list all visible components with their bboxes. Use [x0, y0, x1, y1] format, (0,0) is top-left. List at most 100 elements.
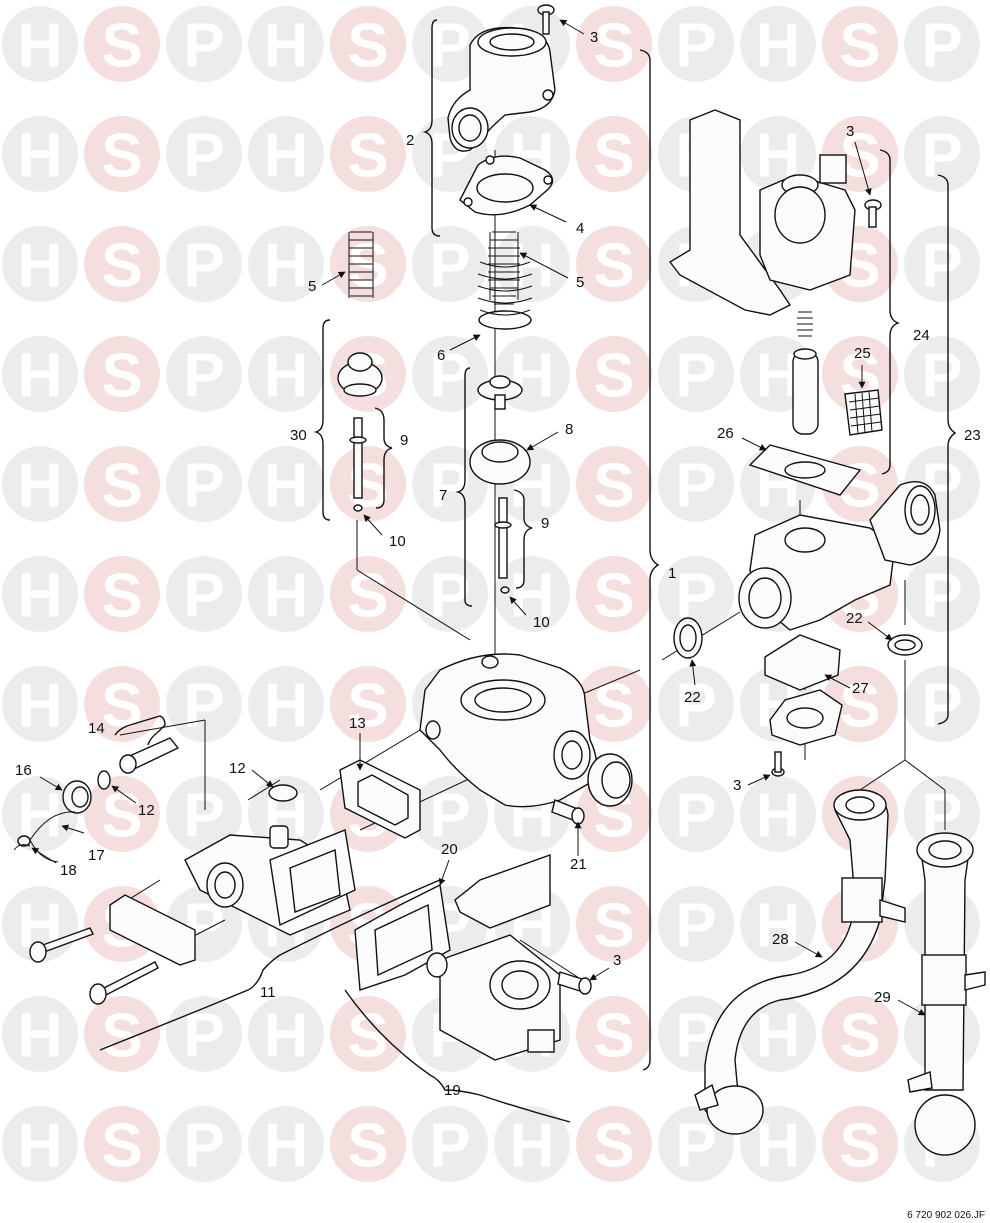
watermark-circle: [166, 336, 242, 412]
watermark-letter: H: [264, 342, 309, 411]
plug-cap: [587, 753, 633, 807]
watermark-letter: P: [921, 672, 962, 741]
callout-9-center: 9: [541, 515, 549, 532]
watermark-letter: H: [264, 1112, 309, 1181]
watermark-circle: [412, 776, 488, 852]
watermark-letter: S: [839, 1112, 880, 1181]
callout-20: 20: [441, 841, 458, 858]
watermark-circle: [2, 6, 78, 82]
part-16-knob: [62, 780, 92, 814]
watermark-circle: [2, 336, 78, 412]
callout-21: 21: [570, 856, 587, 873]
part-12-oring-left: [97, 770, 111, 790]
watermark-letter: H: [510, 342, 555, 411]
callout-12-left: 12: [138, 802, 155, 819]
part-10-oring-left: [353, 504, 363, 512]
callout-18: 18: [60, 862, 77, 879]
watermark-letter: S: [593, 452, 634, 521]
watermark-letter: P: [429, 782, 470, 851]
watermark-circle: [576, 886, 652, 962]
watermark-letter: H: [264, 452, 309, 521]
watermark-letter: S: [347, 672, 388, 741]
watermark-letter: S: [839, 672, 880, 741]
callout-16: 16: [15, 762, 32, 779]
watermark-circle: [2, 446, 78, 522]
watermark-letter: H: [756, 782, 801, 851]
watermark-letter: S: [101, 232, 142, 301]
watermark-circle: [84, 996, 160, 1072]
watermark-letter: S: [101, 12, 142, 81]
callout-26: 26: [717, 425, 734, 442]
watermark-letter: P: [675, 12, 716, 81]
part-22-ring-left: [673, 617, 703, 659]
callout-11: 11: [260, 984, 276, 1001]
watermark-letter: S: [101, 122, 142, 191]
main-valve-body: [419, 653, 598, 808]
watermark-circle: [576, 556, 652, 632]
callout-4: 4: [576, 220, 584, 237]
callout-3-right-bottom: 3: [733, 777, 741, 794]
watermark-circle: [166, 226, 242, 302]
callout-19: 19: [444, 1082, 461, 1099]
watermark-letter: P: [183, 782, 224, 851]
part-11-screws: [29, 927, 159, 1005]
callout-17: 17: [88, 847, 105, 864]
watermark-letter: S: [593, 122, 634, 191]
watermark-circle: [84, 666, 160, 742]
callout-9-left: 9: [400, 432, 408, 449]
watermark-circle: [904, 116, 980, 192]
watermark-circle: [904, 336, 980, 412]
watermark-letter: H: [18, 1112, 63, 1181]
watermark-circle: [84, 226, 160, 302]
watermark-letter: P: [675, 342, 716, 411]
watermark-letter: S: [593, 672, 634, 741]
watermark-letter: P: [183, 672, 224, 741]
watermark-circle: [330, 996, 406, 1072]
part-7-seat: [477, 375, 523, 410]
watermark-letter: P: [675, 1112, 716, 1181]
part-12-oring-right: [268, 784, 298, 802]
watermark-circle: [740, 776, 816, 852]
watermark-circle: [166, 776, 242, 852]
alignment-lines: [119, 150, 946, 986]
watermark-letter: S: [347, 1112, 388, 1181]
watermark-circle: [166, 446, 242, 522]
watermark-letter: S: [101, 782, 142, 851]
part-5-spring-left: [348, 231, 374, 298]
part-20-gasket: [354, 883, 451, 991]
callout-12-right: 12: [229, 760, 246, 777]
part-28-pipe: [694, 789, 906, 1135]
part-14-needle: [119, 737, 180, 774]
watermark-letter: S: [101, 1112, 142, 1181]
watermark-circle: [412, 336, 488, 412]
watermark-circle: [330, 6, 406, 82]
part-18-seal: [13, 835, 31, 851]
callout-24: 24: [913, 327, 930, 344]
watermark-letter: S: [593, 892, 634, 961]
part-3-screw-bottom: [557, 971, 592, 995]
watermark-circle: [412, 556, 488, 632]
watermark-letter: S: [593, 232, 634, 301]
watermark-circle: [740, 116, 816, 192]
callout-labels: 3 2 4 5 5 6 8 30 9 7 10 9 1 10 13 14 12 …: [15, 29, 981, 1099]
watermark-circle: [330, 666, 406, 742]
watermark-circle: [904, 666, 980, 742]
watermark-letter: S: [101, 452, 142, 521]
part-3-screw-right-bottom: [771, 751, 785, 777]
watermark-letter: P: [921, 232, 962, 301]
watermark-circle: [2, 556, 78, 632]
watermark-circle: [84, 1106, 160, 1182]
watermark-circle: [904, 6, 980, 82]
watermark-circle: [576, 996, 652, 1072]
watermark-letter: S: [347, 12, 388, 81]
watermark-circle: [2, 996, 78, 1072]
watermark-circle: [84, 116, 160, 192]
watermark-letter: P: [921, 342, 962, 411]
watermark-letter: H: [756, 12, 801, 81]
watermark-circle: [84, 446, 160, 522]
watermark-letter: S: [593, 342, 634, 411]
watermark-circle: [166, 6, 242, 82]
watermark-letter: H: [18, 1002, 63, 1071]
watermark-letter: P: [921, 12, 962, 81]
